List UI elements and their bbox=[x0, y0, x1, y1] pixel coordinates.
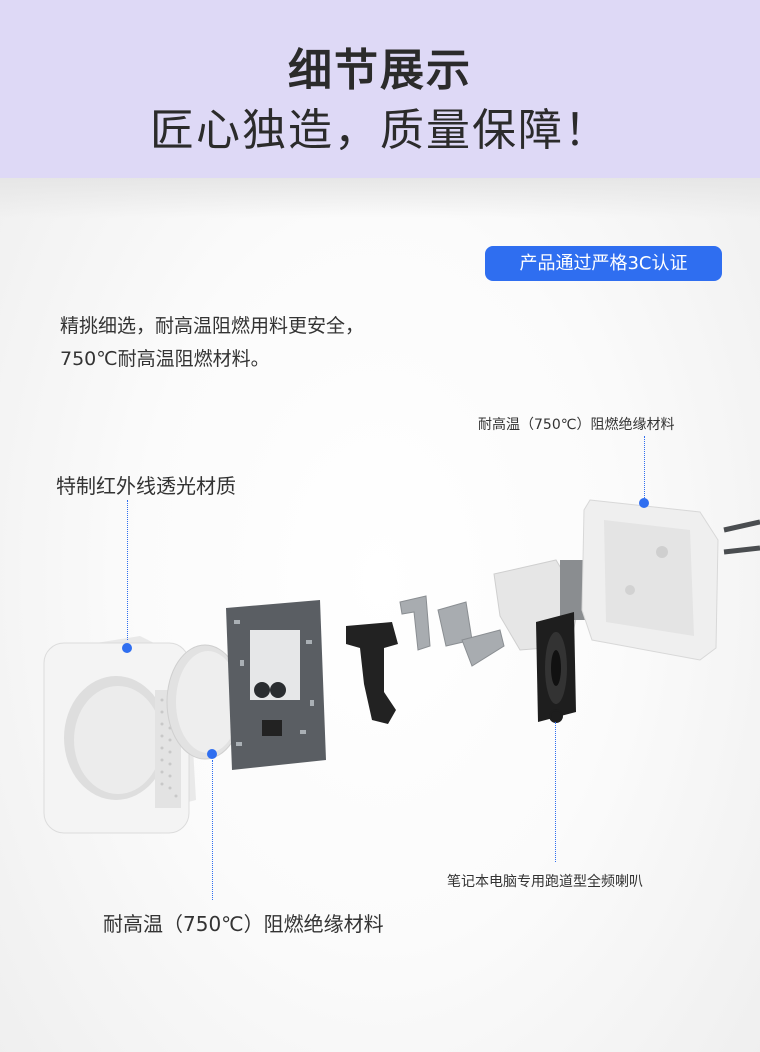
lens-disc bbox=[166, 644, 244, 760]
callout-back-shell-line bbox=[644, 436, 645, 500]
callout-front-panel-dot bbox=[122, 643, 132, 653]
front-panel-shell bbox=[43, 636, 196, 834]
cable bbox=[723, 519, 760, 555]
callout-lens-dot bbox=[207, 749, 217, 759]
page-title: 细节展示 bbox=[288, 45, 472, 96]
callout-lens: 耐高温（750℃）阻燃绝缘材料 bbox=[103, 912, 384, 936]
description-line-1: 精挑细选，耐高温阻燃用料更安全， bbox=[60, 315, 365, 337]
page-subtitle: 匠心独造，质量保障！ bbox=[150, 105, 610, 156]
black-clips bbox=[346, 622, 398, 724]
certification-badge: 产品通过严格3C认证 bbox=[485, 246, 722, 281]
callout-speaker-dot bbox=[549, 709, 563, 723]
speaker bbox=[536, 612, 576, 722]
header-banner: 细节展示 匠心独造，质量保障！ bbox=[0, 0, 760, 178]
callout-speaker: 笔记本电脑专用跑道型全频喇叭 bbox=[447, 874, 643, 890]
callout-speaker-line bbox=[555, 722, 556, 862]
callout-front-panel-line bbox=[127, 500, 128, 640]
callout-lens-line bbox=[212, 760, 213, 900]
callout-back-shell-dot bbox=[639, 498, 649, 508]
metal-contacts bbox=[399, 595, 505, 667]
circuit-board bbox=[226, 600, 326, 770]
callout-back-shell: 耐高温（750℃）阻燃绝缘材料 bbox=[478, 417, 675, 433]
back-shell bbox=[581, 499, 719, 661]
callout-front-panel: 特制红外线透光材质 bbox=[56, 474, 236, 498]
header-shadow bbox=[0, 178, 760, 218]
description-line-2: 750℃耐高温阻燃材料。 bbox=[60, 348, 270, 370]
